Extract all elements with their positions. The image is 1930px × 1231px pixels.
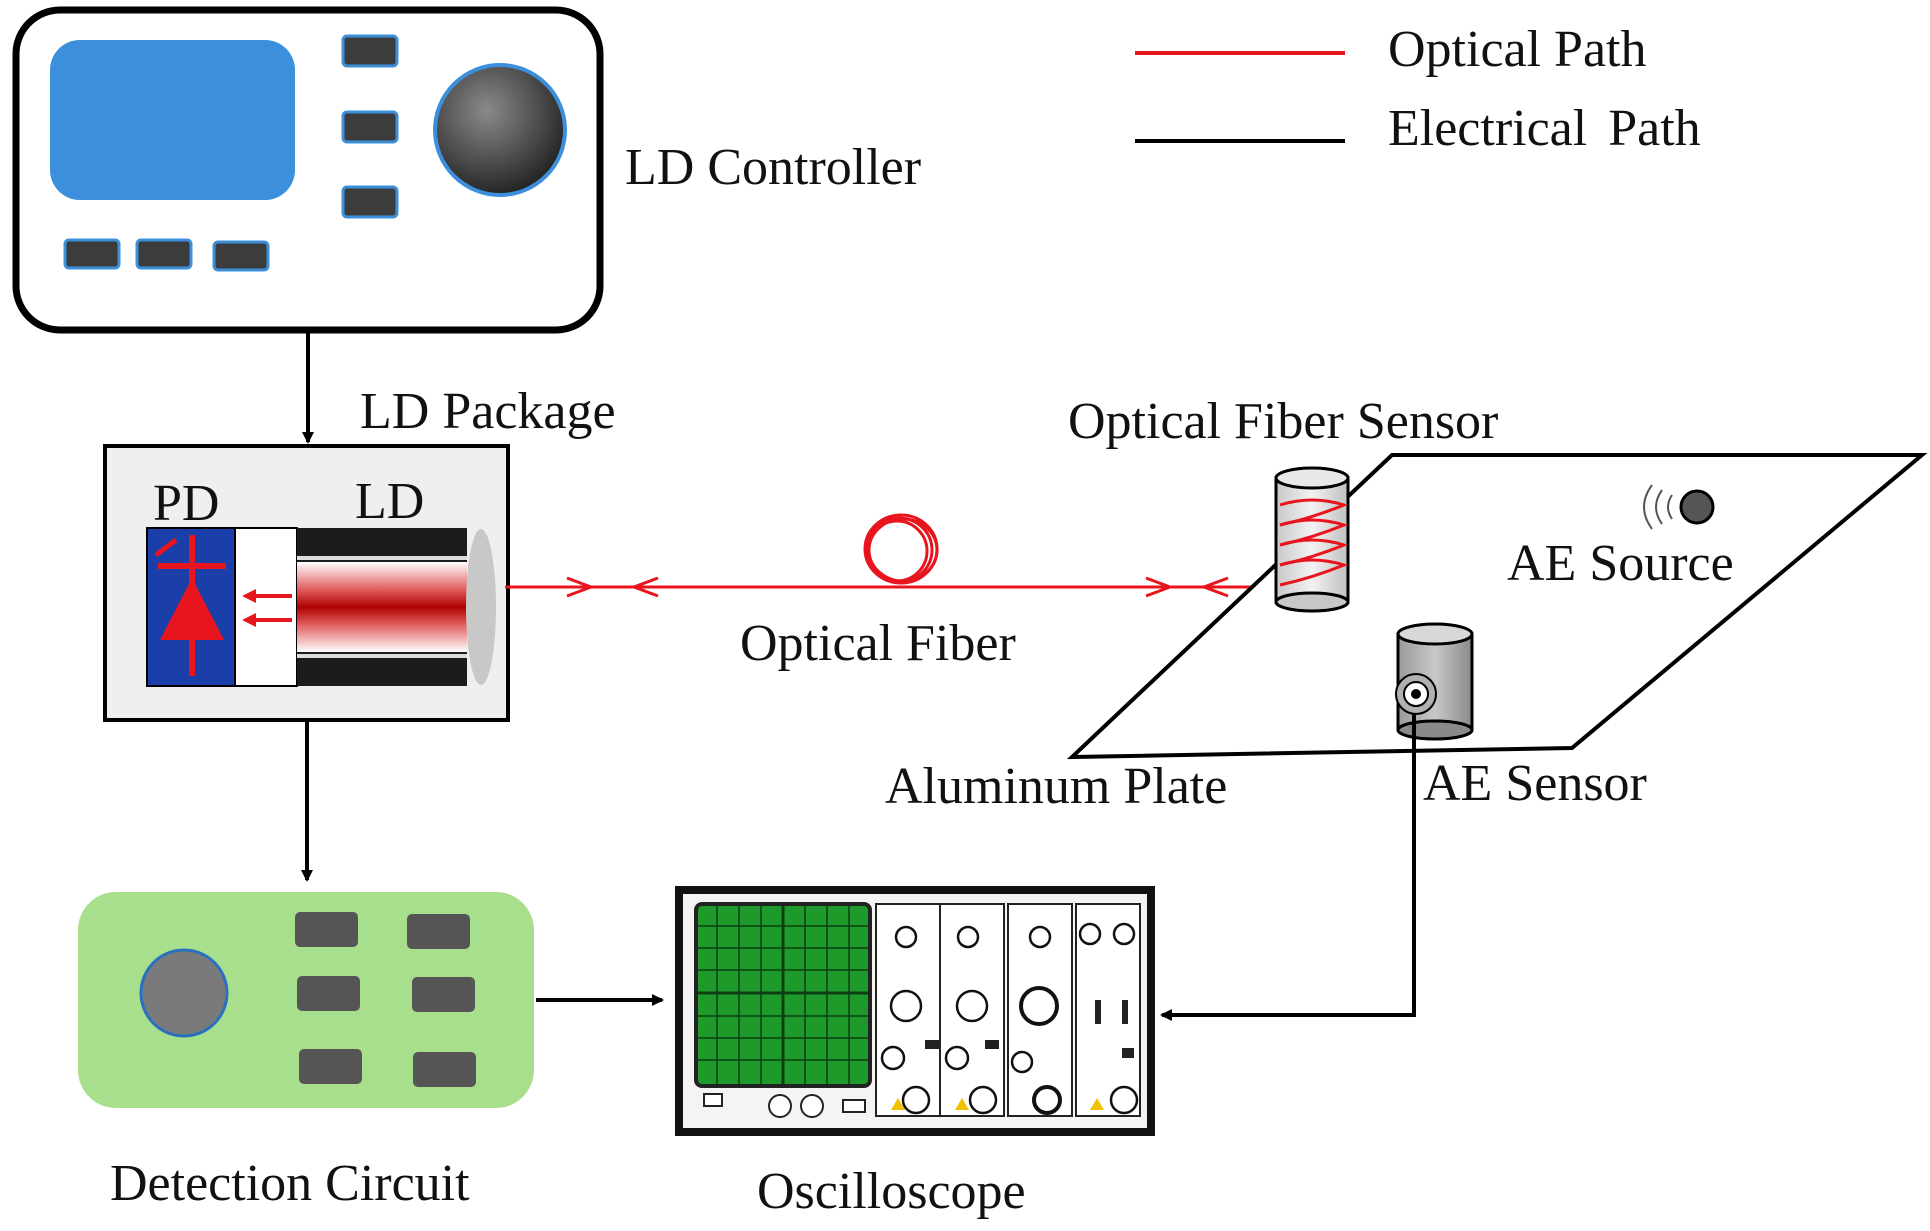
- ae-source: AE Source: [1507, 484, 1734, 592]
- ae-source-label: AE Source: [1507, 535, 1734, 592]
- oscilloscope-grid: [698, 906, 868, 1084]
- ld-controller-button: [341, 185, 399, 219]
- ld-controller-button: [212, 240, 270, 272]
- legend: Optical Path Electrical Path: [1135, 21, 1701, 157]
- ld-controller-label: LD Controller: [625, 139, 921, 196]
- ld-package: LD Package PD LD: [103, 383, 616, 722]
- ae-sensor-label: AE Sensor: [1423, 755, 1647, 812]
- photodiode: [146, 527, 298, 687]
- ld-package-label: LD Package: [360, 383, 616, 440]
- ld-controller-button: [135, 238, 193, 270]
- electrical-path-ae-to-oscilloscope: [1160, 714, 1416, 1021]
- optical-fiber-sensor: Optical Fiber Sensor: [1068, 393, 1498, 613]
- laser-diode: [297, 528, 496, 686]
- pd-label: PD: [153, 475, 219, 532]
- ae-sensor: AE Sensor: [1395, 622, 1647, 812]
- detection-circuit-dial: [139, 948, 229, 1038]
- optical-fiber-path: Optical Fiber: [505, 513, 1280, 672]
- aluminum-plate: Aluminum Plate: [885, 453, 1928, 815]
- optical-fiber-sensor-label: Optical Fiber Sensor: [1068, 393, 1498, 450]
- legend-electrical-label: Electrical Path: [1388, 100, 1701, 157]
- ld-label: LD: [355, 473, 424, 530]
- detection-circuit-label: Detection Circuit: [110, 1155, 470, 1212]
- oscilloscope: Oscilloscope: [675, 886, 1155, 1220]
- ld-lens: [466, 529, 496, 685]
- legend-optical-label: Optical Path: [1388, 21, 1647, 78]
- optical-fiber-label: Optical Fiber: [740, 615, 1016, 672]
- aluminum-plate-label: Aluminum Plate: [885, 758, 1227, 815]
- oscilloscope-label: Oscilloscope: [757, 1163, 1026, 1220]
- ld-controller-button: [63, 238, 121, 270]
- ld-controller-button: [341, 34, 399, 68]
- fiber-coil: [863, 513, 939, 585]
- detection-circuit: Detection Circuit: [78, 892, 534, 1212]
- ld-controller: LD Controller: [12, 6, 921, 334]
- ld-controller-knob: [433, 63, 567, 197]
- ld-controller-screen: [50, 40, 295, 200]
- ae-source-dot: [1679, 489, 1715, 525]
- ld-controller-button: [341, 110, 399, 144]
